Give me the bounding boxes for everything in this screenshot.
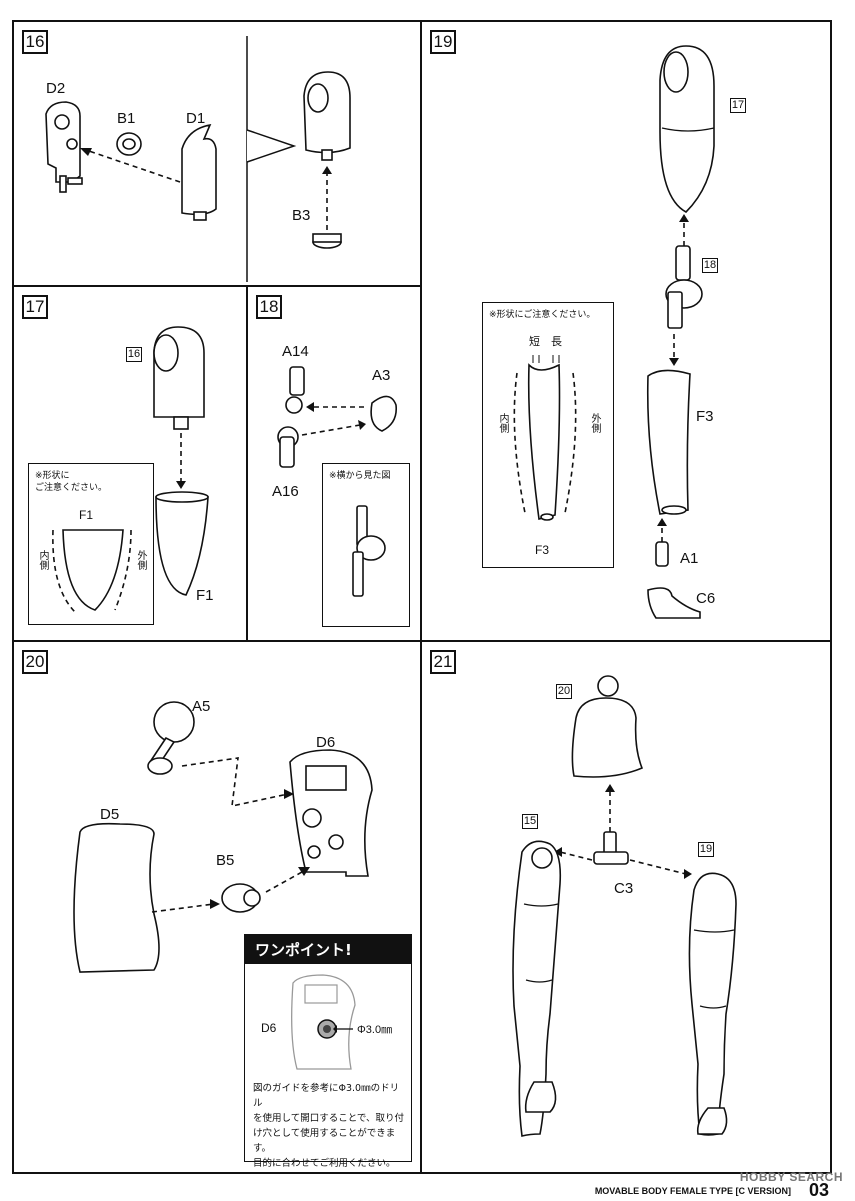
note-long: 長	[551, 335, 562, 348]
onepoint-text: 図のガイドを参考にΦ3.0㎜のドリル を使用して開口することで、取り付 け穴とし…	[253, 1083, 405, 1169]
shape-note-f3: ※形状にご注意ください。 短 長 内側 外側 F3	[482, 302, 614, 568]
step-17-panel: 17 16 F1 ※形状に ご注意ください。 F1 内側 外側	[12, 285, 248, 642]
part-label-d5: D5	[100, 806, 120, 823]
step-21-panel: 21 20 15 19 C3	[420, 640, 832, 1174]
part-label-c3: C3	[614, 880, 634, 897]
step-number: 20	[22, 650, 48, 674]
part-label-d2: D2	[46, 80, 66, 97]
onepoint-dimension: Φ3.0㎜	[357, 1024, 393, 1036]
ref-step-15: 15	[522, 814, 538, 829]
part-label-f3: F3	[696, 408, 714, 425]
step-16-panel: 16 D2 B1 D1 B3	[12, 20, 422, 287]
part-label-a16: A16	[272, 483, 299, 500]
note-outer: 外側	[589, 413, 600, 433]
part-label-d6: D6	[316, 734, 336, 751]
ref-step-16: 16	[126, 347, 142, 362]
shape-note-f1: ※形状に ご注意ください。 F1 内側 外側	[28, 463, 154, 625]
note-inner: 内側	[497, 413, 508, 433]
note-caption: ※形状にご注意ください。	[489, 310, 596, 320]
watermark: HOBBY SEARCH	[739, 1170, 843, 1184]
note-caption: ※横から見た図	[329, 471, 391, 481]
part-label-c6: C6	[696, 590, 716, 607]
part-label-a5: A5	[192, 698, 211, 715]
step-number: 18	[256, 295, 282, 319]
note-outer: 外側	[135, 550, 146, 570]
note-label: F1	[79, 508, 94, 522]
note-short: 短	[529, 335, 540, 348]
step-number: 16	[22, 30, 48, 54]
ref-step-18: 18	[702, 258, 718, 273]
part-label-a1: A1	[680, 550, 699, 567]
onepoint-title: ワンポイント!	[245, 935, 411, 964]
onepoint-box: ワンポイント! D6 Φ3.0㎜ 図のガイドを参考にΦ3.0㎜のドリル を使用し…	[244, 934, 412, 1169]
part-label-f1: F1	[196, 587, 214, 604]
ref-step-19: 19	[698, 842, 714, 857]
step-16-illustration	[45, 36, 351, 282]
step-number: 21	[430, 650, 456, 674]
footer-title: MOVABLE BODY FEMALE TYPE [C VERSION]	[594, 1186, 791, 1196]
step-21-illustration	[512, 675, 737, 1137]
step-20-illustration	[73, 701, 373, 973]
step-number: 19	[430, 30, 456, 54]
page-number: 03	[808, 1180, 829, 1200]
step-19-panel: 19 17 18 F3 A1 C6 ※形状にご注意ください。 短 長 内側 外側…	[420, 20, 832, 642]
step-17-illustration	[153, 326, 209, 596]
step-19-illustration	[646, 45, 715, 619]
ref-step-20: 20	[556, 684, 572, 699]
step-number: 17	[22, 295, 48, 319]
note-inner: 内側	[37, 550, 48, 570]
step-18-illustration	[277, 366, 398, 468]
side-view-note: ※横から見た図	[322, 463, 410, 627]
part-label-b1: B1	[117, 110, 136, 127]
step-20-panel: 20 A5 D6 D5 B5 ワンポイント! D6 Φ3.0㎜	[12, 640, 422, 1174]
note-label: F3	[535, 543, 550, 557]
part-label-d1: D1	[186, 110, 206, 127]
step-18-panel: 18 A14 A3 A16 ※横から見た図	[246, 285, 422, 642]
part-label-a3: A3	[372, 367, 391, 384]
note-caption: ※形状に ご注意ください。	[35, 471, 108, 493]
onepoint-part: D6	[261, 1021, 277, 1035]
part-label-b3: B3	[292, 207, 311, 224]
part-label-b5: B5	[216, 852, 235, 869]
part-label-a14: A14	[282, 343, 309, 360]
ref-step-17: 17	[730, 98, 746, 113]
